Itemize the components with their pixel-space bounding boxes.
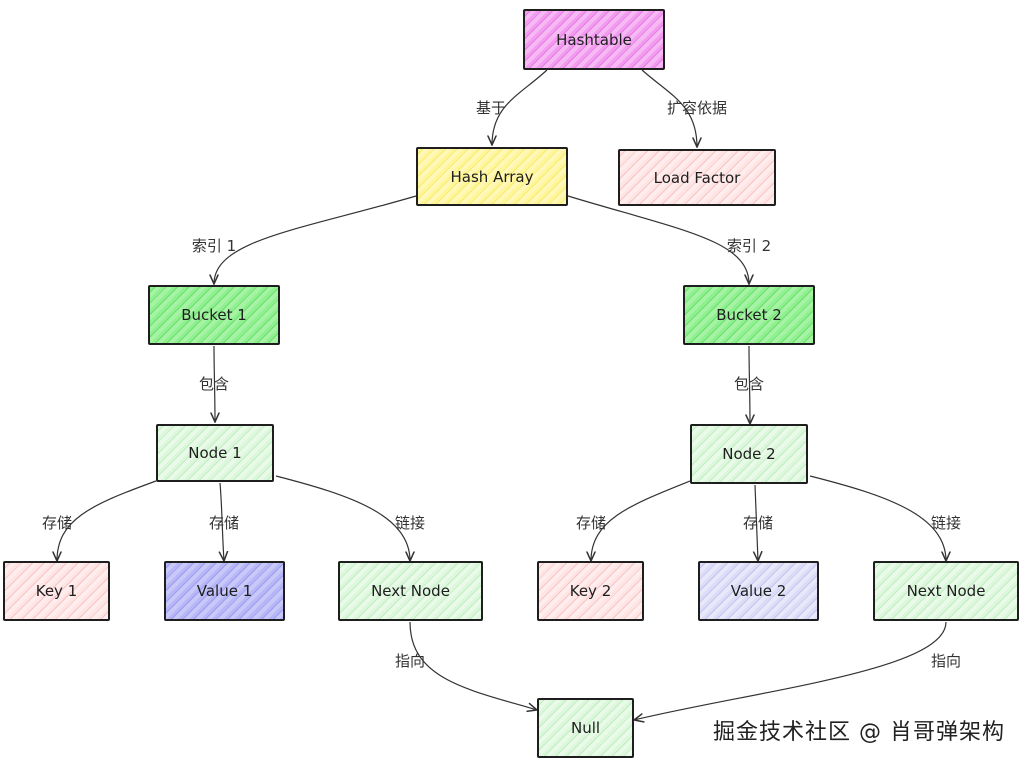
- edge-label-index-1: 索引 1: [191, 237, 237, 255]
- edge-node2-next2: [809, 475, 946, 561]
- watermark: 掘金技术社区 @ 肖哥弹架构: [713, 720, 1005, 745]
- edge-label-contains-1: 包含: [198, 375, 230, 393]
- load-factor-node: Load Factor: [618, 149, 776, 206]
- next-node-2-label: Next Node: [906, 582, 986, 600]
- edge-next1-null: [409, 621, 537, 710]
- value-2-label: Value 2: [730, 582, 787, 600]
- edge-hasharray-bucket1: [214, 195, 417, 284]
- bucket-1-node: Bucket 1: [148, 285, 280, 345]
- edge-label-resize-basis: 扩容依据: [666, 99, 728, 117]
- next-node-1-label: Next Node: [371, 582, 450, 600]
- key-1-node: Key 1: [3, 561, 110, 621]
- bucket-2-label: Bucket 2: [716, 306, 782, 324]
- edge-label-link-2: 链接: [930, 514, 962, 532]
- value-1-label: Value 1: [196, 582, 253, 600]
- null-node: Null: [537, 698, 634, 758]
- edge-label-index-2: 索引 2: [726, 237, 772, 255]
- edge-label-points-to-2: 指向: [930, 652, 962, 670]
- bucket-2-node: Bucket 2: [683, 285, 815, 345]
- edge-hashtable-loadfactor: [641, 69, 697, 147]
- edge-label-link-1: 链接: [394, 514, 426, 532]
- node-2-node: Node 2: [690, 424, 808, 484]
- edge-label-store-value-1: 存储: [208, 514, 240, 532]
- edge-label-points-to-1: 指向: [394, 652, 426, 670]
- edge-next2-null: [634, 621, 947, 720]
- hashtable-label: Hashtable: [556, 30, 632, 49]
- edge-label-based-on: 基于: [475, 99, 507, 117]
- edge-label-store-key-1: 存储: [41, 514, 73, 532]
- edge-node1-key1: [57, 480, 157, 561]
- load-factor-label: Load Factor: [653, 168, 741, 187]
- edge-label-contains-2: 包含: [733, 375, 765, 393]
- next-node-2-node: Next Node: [873, 561, 1019, 621]
- edge-label-store-key-2: 存储: [575, 514, 607, 532]
- key-2-label: Key 2: [569, 582, 612, 600]
- node-2-label: Node 2: [722, 445, 776, 463]
- node-1-node: Node 1: [156, 424, 274, 482]
- hash-array-node: Hash Array: [416, 147, 568, 206]
- edge-node1-next1: [275, 475, 410, 561]
- edge-node2-value2: [755, 484, 758, 561]
- edge-label-store-value-2: 存储: [742, 514, 774, 532]
- edge-node2-key2: [591, 480, 691, 561]
- key-2-node: Key 2: [537, 561, 644, 621]
- node-1-label: Node 1: [188, 444, 242, 462]
- edge-bucket2-node2: [749, 345, 750, 424]
- edge-bucket1-node1: [214, 345, 215, 422]
- hash-array-label: Hash Array: [450, 167, 534, 186]
- edge-hashtable-hasharray: [492, 69, 548, 145]
- null-label: Null: [570, 719, 601, 737]
- edge-node1-value1: [220, 482, 224, 561]
- bucket-1-label: Bucket 1: [181, 306, 247, 324]
- hashtable-node: Hashtable: [523, 9, 665, 70]
- value-2-node: Value 2: [698, 561, 819, 621]
- next-node-1-node: Next Node: [338, 561, 483, 621]
- value-1-node: Value 1: [164, 561, 285, 621]
- edge-hasharray-bucket2: [567, 195, 749, 284]
- key-1-label: Key 1: [35, 582, 78, 600]
